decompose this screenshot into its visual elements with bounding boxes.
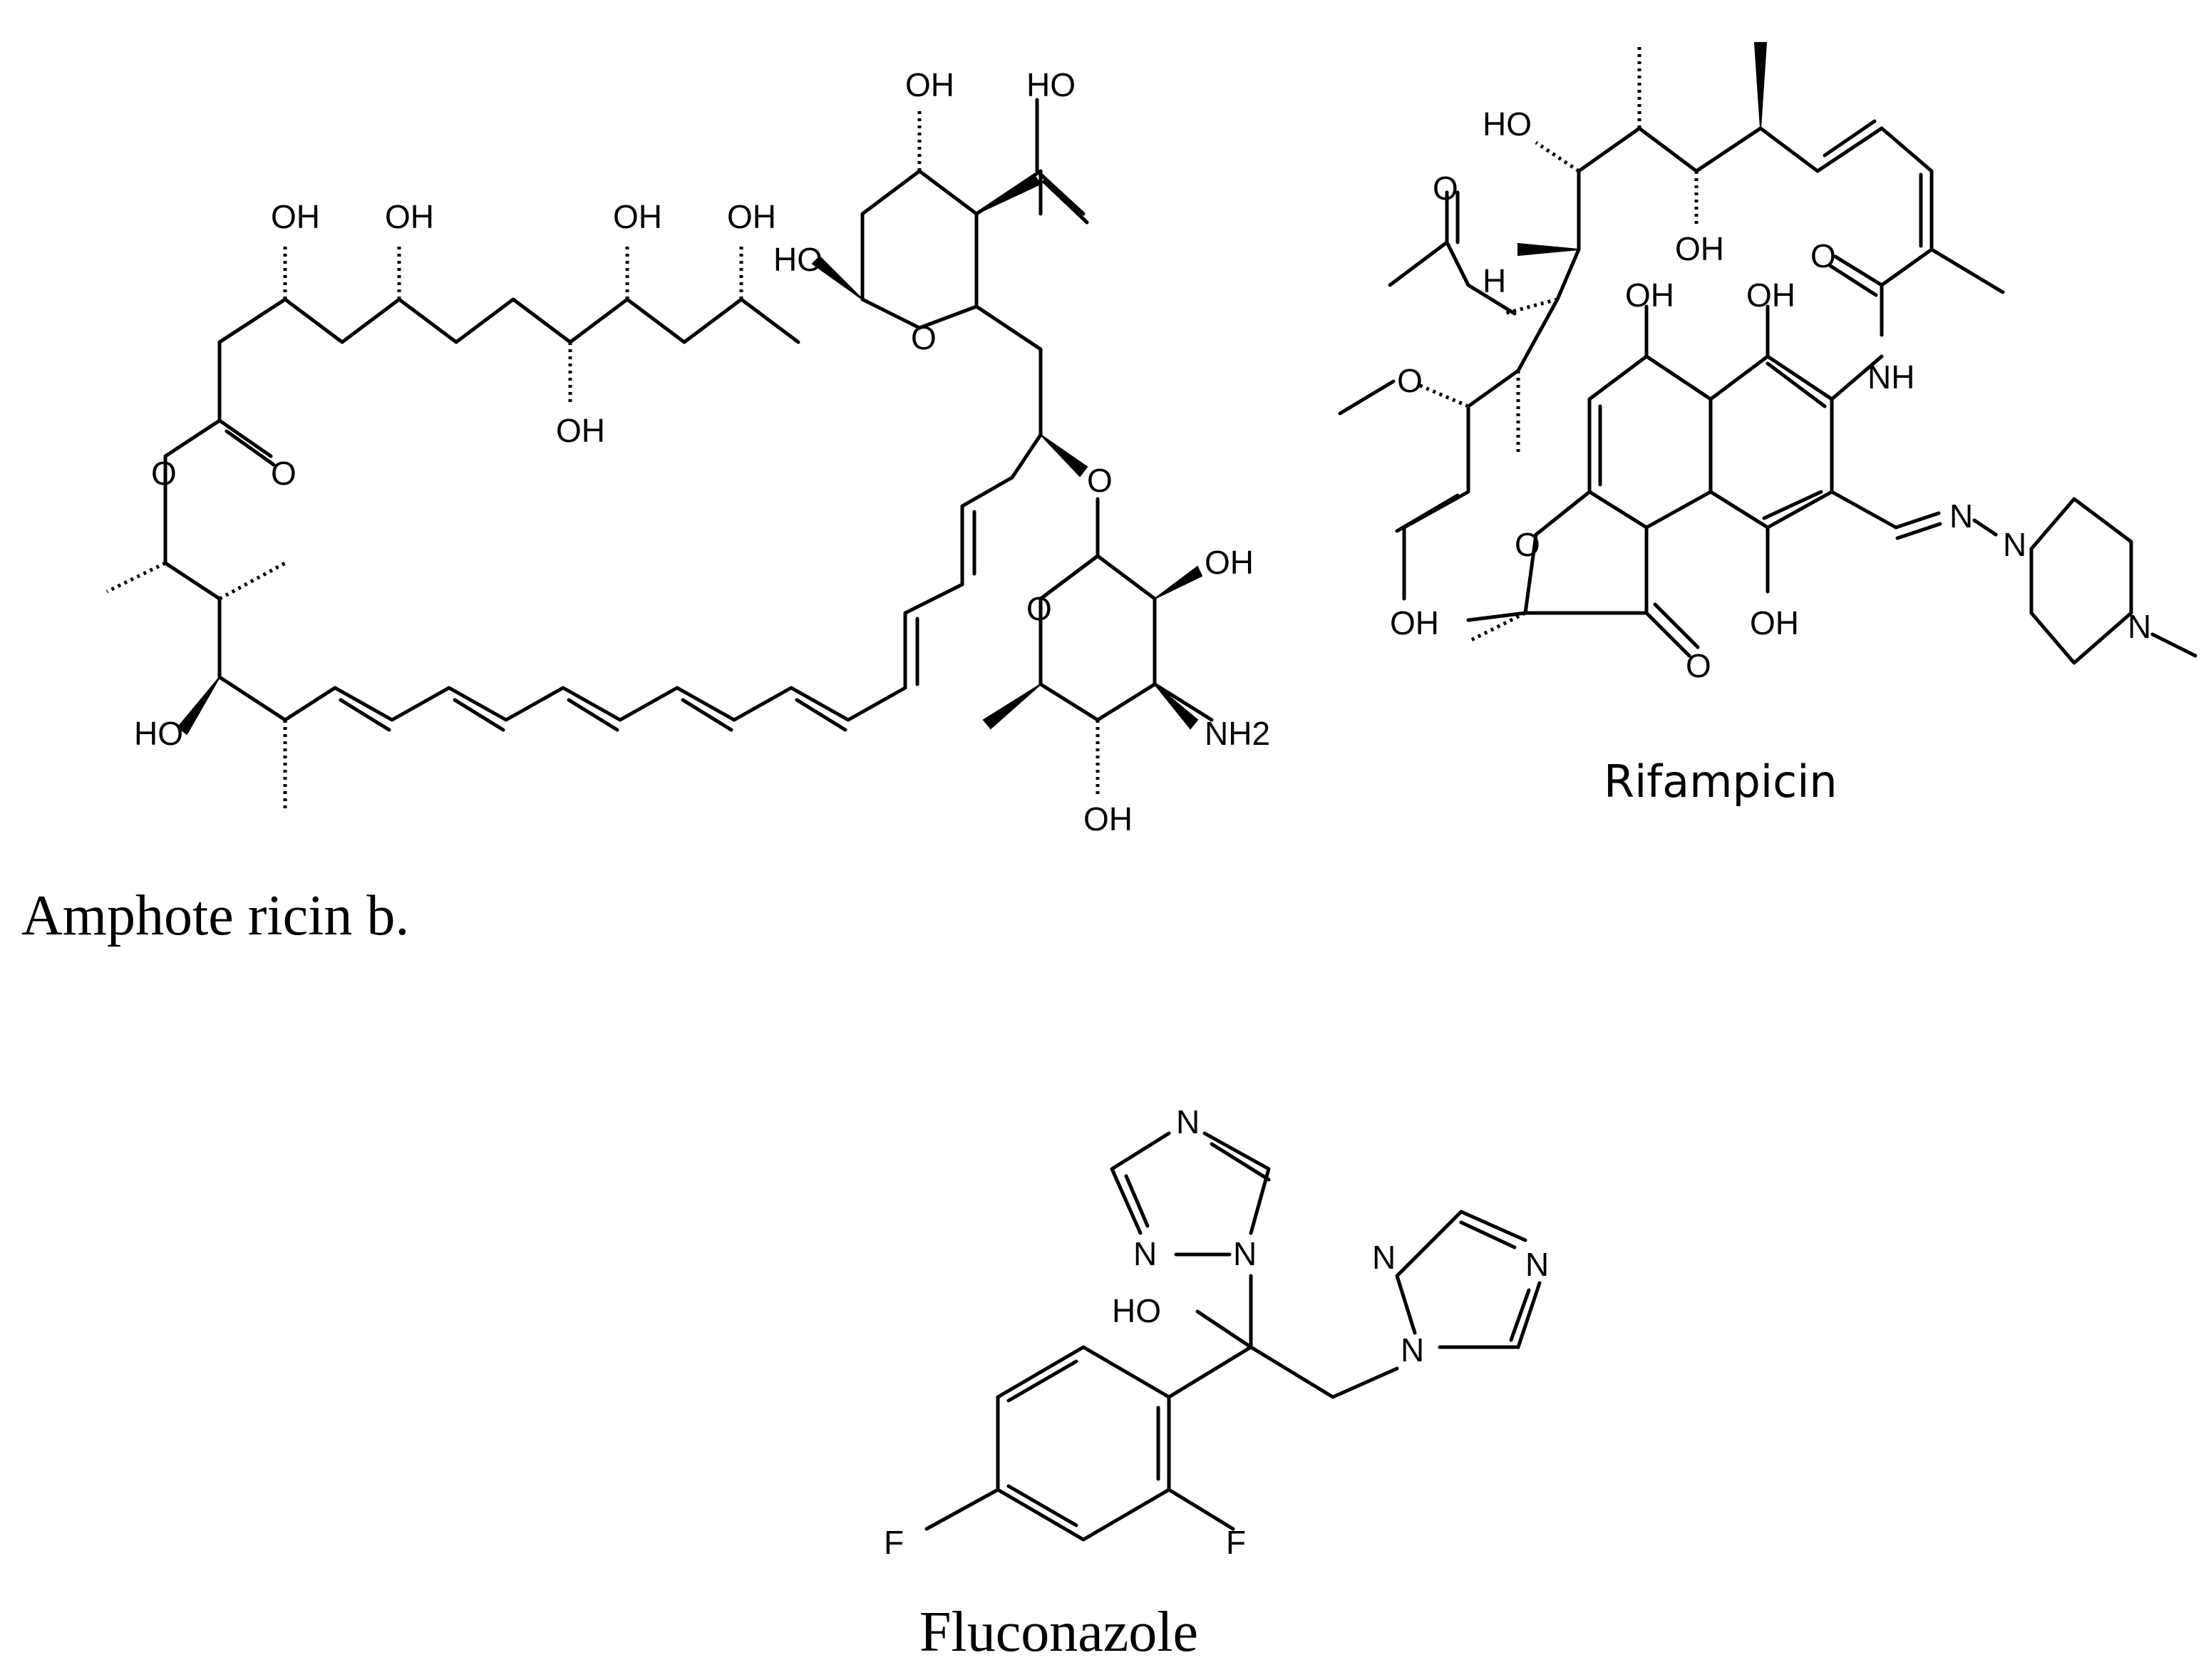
atom-label: HO [773, 241, 823, 278]
atom-label: O [1026, 590, 1052, 627]
atom-label: O [1686, 647, 1711, 684]
atom-label: HO [1483, 105, 1532, 143]
atom-label: OH [1205, 544, 1254, 581]
atom-label: NH [1867, 359, 1914, 396]
atom-label: HO [1112, 1292, 1161, 1329]
atom-label: OH [1083, 800, 1133, 838]
atom-label: N [1525, 1246, 1549, 1283]
atom-label: F [884, 1524, 904, 1561]
atom-label: O [1515, 526, 1540, 563]
atom-label: N [1133, 1235, 1157, 1272]
atom-label: OH [1675, 230, 1724, 267]
amphotericin-b-caption: Amphote ricin b. [21, 885, 410, 947]
atom-label: O [271, 455, 297, 492]
atom-label: OH [1390, 604, 1439, 641]
atom-label: N [2128, 608, 2151, 645]
oh-hash-bonds [283, 242, 743, 406]
atom-label: OH [905, 66, 954, 103]
atom-label: O [911, 319, 937, 356]
atom-label: OH [1750, 604, 1799, 641]
atom-label: N [1372, 1239, 1396, 1276]
atom-label: H [1483, 262, 1506, 299]
atom-label: OH [1746, 277, 1795, 314]
atom-label: O [1087, 462, 1113, 499]
atom-label: OH [385, 198, 434, 235]
atom-label: N [2003, 526, 2026, 563]
polyene-double-bonds [339, 510, 976, 732]
atom-label: N [1401, 1331, 1424, 1369]
atom-label: O [151, 455, 177, 492]
atom-label: NH2 [1205, 715, 1270, 752]
atom-label: OH [1625, 277, 1674, 314]
atom-label: N [1949, 498, 1973, 535]
atom-label: O [1810, 237, 1836, 274]
atom-label: HO [1026, 66, 1076, 103]
atom-label: OH [271, 198, 320, 235]
atom-label: HO [134, 715, 183, 752]
atom-label: OH [613, 198, 662, 235]
rifampicin-caption: Rifampicin [1604, 756, 1838, 808]
atom-label: OH [556, 412, 605, 449]
atom-label: OH [727, 198, 776, 235]
atom-label: O [1397, 362, 1423, 399]
fluconazole-caption: Fluconazole [919, 1601, 1198, 1664]
atom-label: N [1176, 1103, 1200, 1140]
atom-label: F [1226, 1524, 1246, 1561]
atom-label: N [1233, 1235, 1257, 1272]
atom-label: O [1433, 170, 1458, 207]
